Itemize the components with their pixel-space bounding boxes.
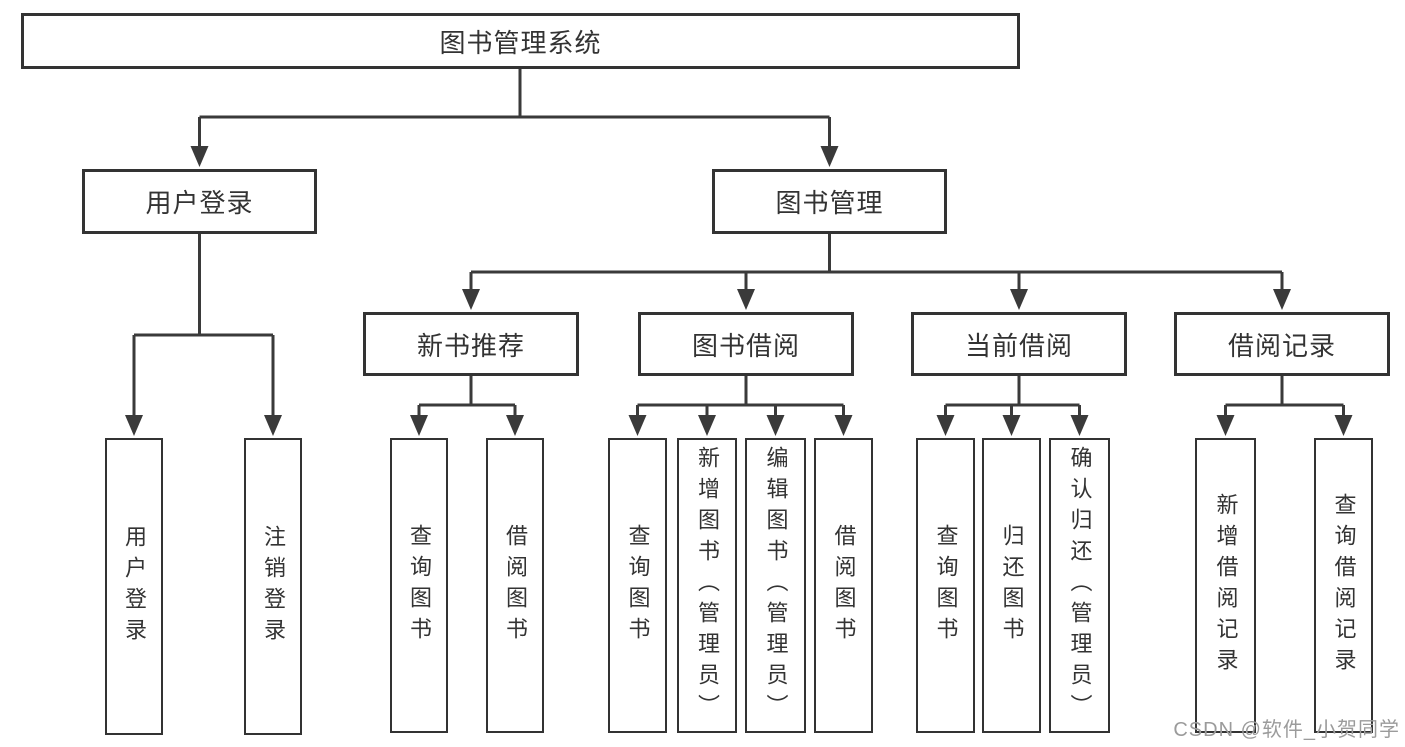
leaf-br-add-record-label: 新增借阅记录 (1213, 492, 1239, 679)
leaf-br-query-record: 查询借阅记录 (1314, 438, 1373, 733)
leaf-cb-return-books: 归还图书 (982, 438, 1041, 733)
arrowhead (1273, 289, 1291, 310)
arrowhead (766, 415, 785, 436)
leaf-nb-borrow-books-label: 借阅图书 (503, 523, 528, 648)
node-root: 图书管理系统 (21, 13, 1020, 69)
arrowhead (125, 415, 143, 436)
leaf-nb-query-books-label: 查询图书 (407, 523, 432, 648)
leaf-bb-add-books-admin: 新增图书（管理员） (677, 438, 737, 733)
arrowhead (462, 289, 480, 310)
leaf-cb-query-books: 查询图书 (916, 438, 975, 733)
node-book-borrowing: 图书借阅 (638, 312, 854, 376)
leaf-cb-return-books-label: 归还图书 (999, 523, 1025, 648)
leaf-bb-query-books: 查询图书 (608, 438, 667, 733)
node-new-book-recommend-label: 新书推荐 (416, 330, 525, 361)
leaf-bb-edit-books-admin-label: 编辑图书（管理员） (763, 446, 789, 725)
arrowhead (506, 415, 524, 436)
leaf-bb-borrow-books: 借阅图书 (814, 438, 873, 733)
leaf-br-add-record: 新增借阅记录 (1195, 438, 1256, 733)
csdn-watermark: CSDN @软件_小贺同学 (1173, 719, 1400, 741)
leaf-bb-edit-books-admin: 编辑图书（管理员） (745, 438, 806, 733)
arrowhead (737, 289, 755, 310)
leaf-nb-borrow-books: 借阅图书 (486, 438, 544, 733)
node-user-login: 用户登录 (82, 169, 317, 234)
arrowhead (410, 415, 428, 436)
leaf-cb-query-books-label: 查询图书 (933, 523, 959, 648)
leaf-cb-confirm-return-admin-label: 确认归还（管理员） (1067, 446, 1093, 725)
arrowhead (1010, 289, 1028, 310)
arrowhead (1334, 415, 1353, 436)
leaf-nb-query-books: 查询图书 (390, 438, 448, 733)
leaf-br-query-record-label: 查询借阅记录 (1331, 492, 1357, 679)
arrowhead (834, 415, 853, 436)
leaf-cb-confirm-return-admin: 确认归还（管理员） (1049, 438, 1110, 733)
node-root-label: 图书管理系统 (439, 27, 602, 58)
node-borrowing-records-label: 借阅记录 (1227, 330, 1336, 361)
arrowhead (628, 415, 647, 436)
arrowhead (698, 415, 716, 436)
arrowhead (1002, 415, 1021, 436)
node-book-management-label: 图书管理 (775, 188, 884, 218)
leaf-user-login-label: 用户登录 (122, 524, 147, 649)
node-borrowing-records: 借阅记录 (1174, 312, 1390, 376)
arrowhead (1216, 415, 1235, 436)
arrowhead (820, 146, 839, 167)
leaf-bb-add-books-admin-label: 新增图书（管理员） (695, 446, 720, 725)
arrowhead (1070, 415, 1089, 436)
node-book-management: 图书管理 (712, 169, 947, 234)
arrowhead (936, 415, 955, 436)
node-book-borrowing-label: 图书借阅 (691, 330, 800, 361)
leaf-bb-query-books-label: 查询图书 (625, 523, 651, 648)
leaf-user-login: 用户登录 (105, 438, 163, 735)
node-user-login-label: 用户登录 (145, 188, 254, 218)
leaf-bb-borrow-books-label: 借阅图书 (831, 523, 857, 648)
arrowhead (190, 146, 209, 167)
node-current-borrowing: 当前借阅 (911, 312, 1127, 376)
leaf-logout: 注销登录 (244, 438, 302, 735)
arrowhead (264, 415, 282, 436)
node-current-borrowing-label: 当前借阅 (964, 330, 1073, 361)
node-new-book-recommend: 新书推荐 (363, 312, 579, 376)
leaf-logout-label: 注销登录 (261, 524, 286, 649)
